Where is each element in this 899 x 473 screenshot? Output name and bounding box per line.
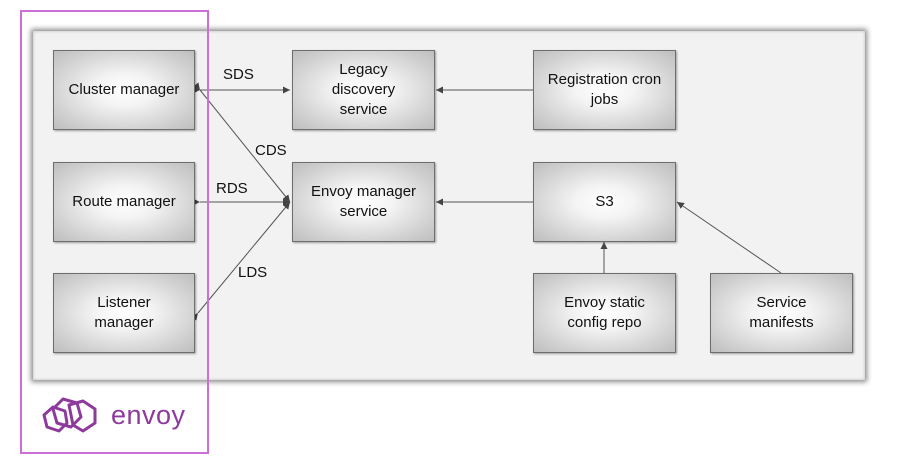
cds-label: CDS xyxy=(255,142,287,159)
service-manifests-label: Service manifests xyxy=(749,294,814,331)
listener-manager-label: Listener manager xyxy=(94,294,154,331)
edge-cds xyxy=(192,82,291,203)
legacy-discovery-node: Legacy discovery service xyxy=(292,50,435,130)
legacy-discovery-label: Legacy discovery service xyxy=(331,61,396,118)
envoy-logo-icon xyxy=(42,397,97,433)
highlight-frame xyxy=(20,10,209,454)
envoy-logo-text: envoy xyxy=(111,399,186,430)
cluster-manager-node: Cluster manager xyxy=(53,50,195,130)
service-manifests-node: Service manifests xyxy=(710,273,853,353)
registration-cron-label: Registration cron jobs xyxy=(547,71,662,108)
registration-cron-node: Registration cron jobs xyxy=(533,50,676,130)
route-manager-label: Route manager xyxy=(72,193,176,210)
edge-lds xyxy=(190,201,291,321)
sds-label: SDS xyxy=(223,66,254,83)
envoy-manager-node: Envoy manager service xyxy=(292,162,435,242)
s3-node: S3 xyxy=(533,162,676,242)
route-manager-node: Route manager xyxy=(53,162,195,242)
envoy-static-config-node: Envoy static config repo xyxy=(533,273,676,353)
envoy-logo: envoy xyxy=(39,393,186,437)
envoy-static-config-label: Envoy static config repo xyxy=(564,294,645,331)
cluster-manager-label: Cluster manager xyxy=(68,81,180,98)
edge-manifests-to-s3 xyxy=(676,201,782,274)
rds-label: RDS xyxy=(216,180,248,197)
listener-manager-node: Listener manager xyxy=(53,273,195,353)
envoy-manager-label: Envoy manager service xyxy=(310,183,417,220)
lds-label: LDS xyxy=(238,264,268,281)
s3-label: S3 xyxy=(595,193,614,210)
